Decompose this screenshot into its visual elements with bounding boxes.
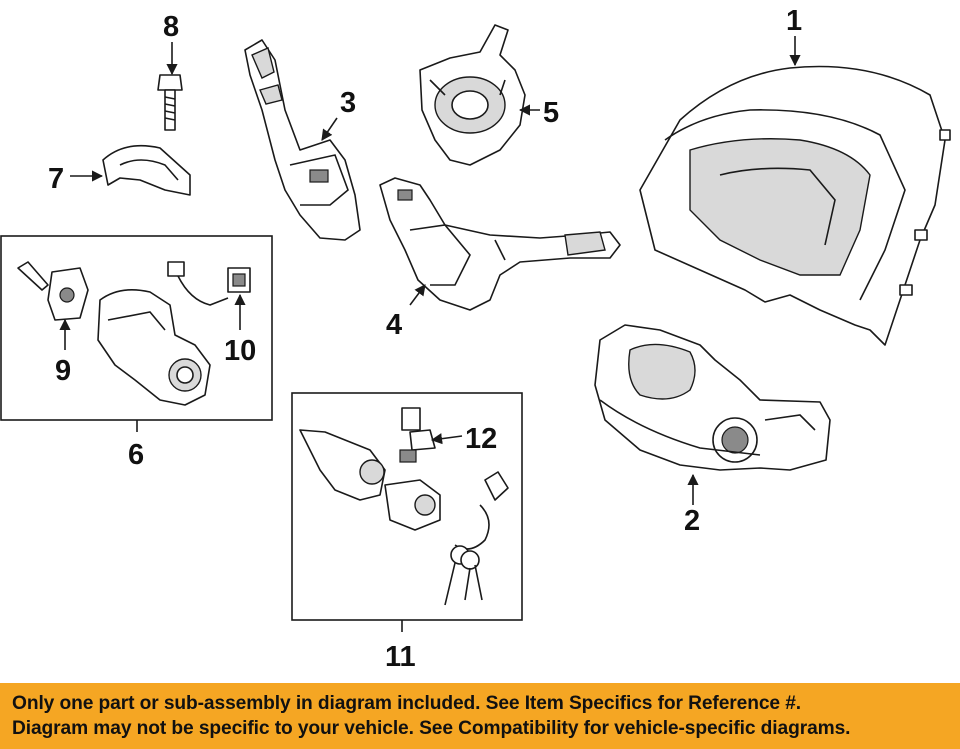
part-6-ignition-lock-housing — [97, 289, 211, 406]
callout-2: 2 — [684, 505, 700, 537]
disclaimer-line-2: Diagram may not be specific to your vehi… — [12, 718, 851, 739]
callout-8: 8 — [163, 11, 179, 43]
callout-12: 12 — [465, 423, 497, 455]
callout-3: 3 — [340, 87, 356, 119]
part-1-upper-shroud — [639, 65, 951, 346]
part-11-keys — [444, 471, 509, 606]
callout-5: 5 — [543, 97, 559, 129]
disclaimer-line-1: Only one part or sub-assembly in diagram… — [12, 693, 801, 714]
disclaimer-banner: Only one part or sub-assembly in diagram… — [0, 683, 960, 749]
part-4-turn-signal-switch — [379, 177, 621, 311]
part-9-sensor — [17, 261, 89, 321]
callout-6: 6 — [128, 439, 144, 471]
part-3-combination-switch-stalk — [244, 39, 361, 241]
part-11-lock-cylinder — [299, 429, 441, 531]
part-2-lower-shroud — [594, 324, 831, 471]
callout-11: 11 — [385, 641, 416, 673]
part-11-group-box — [291, 392, 523, 621]
callout-arrows — [59, 36, 801, 632]
callout-10: 10 — [224, 335, 256, 367]
part-8-bolt — [157, 74, 183, 131]
steering-column-parts-diagram: 1 2 3 4 5 6 7 8 9 10 11 12 — [0, 5, 951, 673]
part-5-clock-spring — [419, 24, 526, 166]
callout-7: 7 — [48, 163, 64, 195]
part-10-wire-harness — [167, 261, 251, 306]
part-7-bracket — [102, 144, 191, 196]
callout-9: 9 — [55, 355, 71, 387]
part-12-switch — [399, 407, 436, 463]
callout-1: 1 — [786, 5, 802, 37]
callout-4: 4 — [386, 309, 402, 341]
